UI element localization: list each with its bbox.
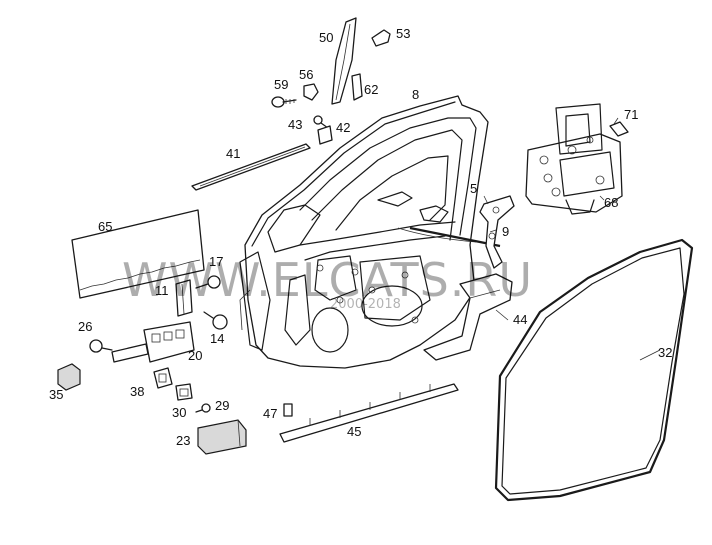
part-50-pillar-trim: [331, 17, 357, 105]
callout-29: 29: [215, 398, 229, 413]
callout-42: 42: [336, 120, 350, 135]
part-47-clip: [283, 403, 293, 417]
callout-47: 47: [263, 406, 277, 421]
part-20-door-check: [111, 321, 195, 363]
part-53-clip: [371, 29, 391, 47]
part-17-bolt: [195, 275, 221, 289]
part-35-cap: [57, 363, 81, 391]
callout-56: 56: [299, 67, 313, 82]
callout-9: 9: [502, 224, 509, 239]
callout-71: 71: [624, 107, 638, 122]
callout-62: 62: [364, 82, 378, 97]
part-32-door-seal: [494, 238, 694, 502]
callout-38: 38: [130, 384, 144, 399]
callout-41: 41: [226, 146, 240, 161]
part-26-bolt: [89, 339, 113, 353]
callout-44: 44: [513, 312, 527, 327]
part-65-sheet: [71, 209, 205, 299]
watermark-text: WWW.ELCATS.RU: [122, 253, 533, 307]
callout-65: 65: [98, 219, 112, 234]
callout-53: 53: [396, 26, 410, 41]
part-11-hinge: [175, 279, 193, 317]
leader-lines: [483, 117, 661, 361]
part-29-screw: [195, 403, 211, 413]
part-59-screw: [271, 96, 297, 108]
callout-8: 8: [412, 87, 419, 102]
part-68-lock-module: [525, 103, 623, 215]
callout-26: 26: [78, 319, 92, 334]
callout-20: 20: [188, 348, 202, 363]
part-45-moulding: [279, 383, 459, 443]
watermark-date: 2000-2018: [330, 297, 401, 312]
part-23-handle-cover: [197, 419, 247, 455]
callout-35: 35: [49, 387, 63, 402]
part-44-trim: [423, 273, 513, 361]
part-5-bracket: [479, 195, 515, 269]
callout-68: 68: [604, 195, 618, 210]
door-assembly: [239, 95, 501, 369]
part-56-bracket: [303, 83, 319, 101]
callout-11: 11: [155, 283, 169, 298]
callout-30: 30: [172, 405, 186, 420]
callout-23: 23: [176, 433, 190, 448]
callout-14: 14: [210, 331, 224, 346]
callout-50: 50: [319, 30, 333, 45]
part-41-weather-strip: [191, 143, 311, 191]
part-30-grommet: [175, 383, 193, 401]
part-42-clip: [317, 125, 333, 145]
callout-17: 17: [209, 254, 223, 269]
callout-59: 59: [274, 77, 288, 92]
callout-32: 32: [658, 345, 672, 360]
part-38-clip: [153, 367, 173, 389]
callout-5: 5: [470, 181, 477, 196]
callout-45: 45: [347, 424, 361, 439]
callout-43: 43: [288, 117, 302, 132]
part-62-trim: [351, 73, 363, 101]
part-14-bolt: [203, 311, 228, 330]
part-43-bolt: [313, 115, 329, 129]
part-71-pin: [609, 121, 629, 137]
